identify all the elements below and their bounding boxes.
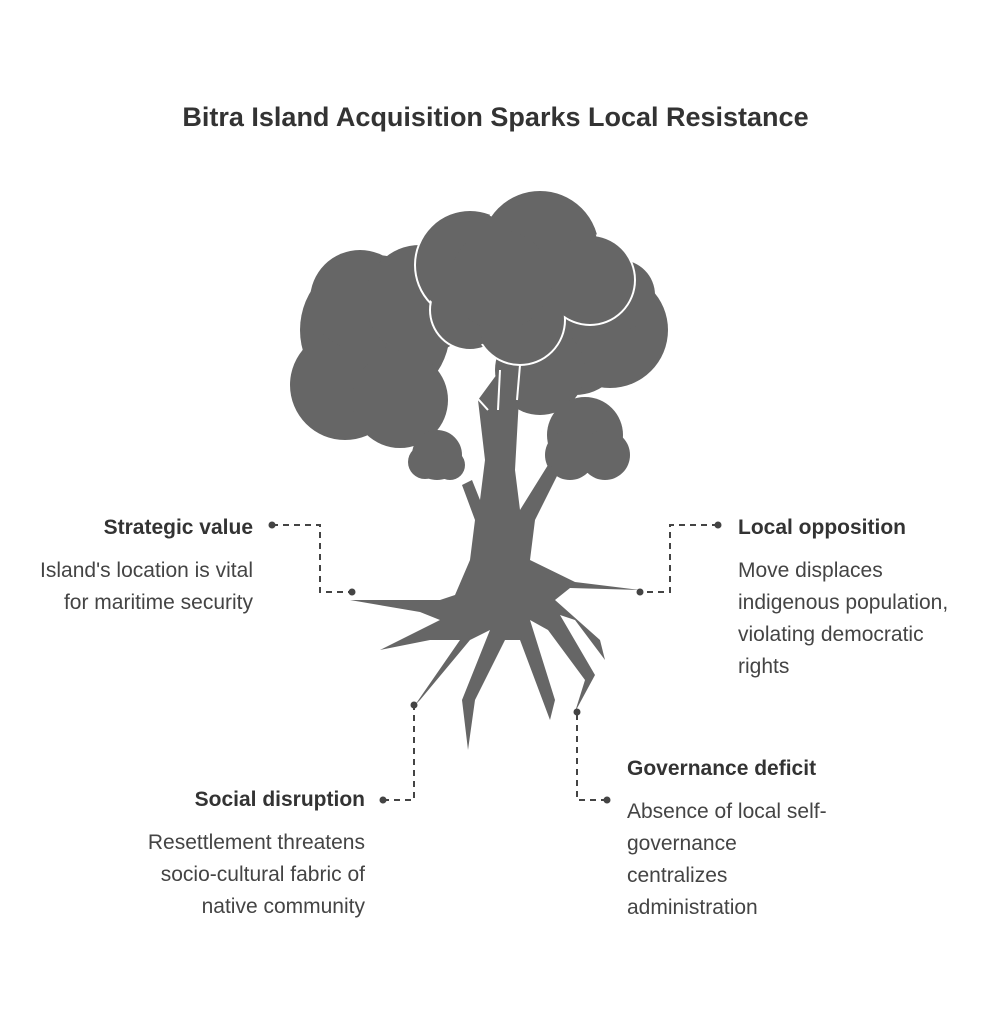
item-heading: Governance deficit — [627, 757, 817, 780]
item-body: Move displaces indigenous population, vi… — [738, 559, 949, 678]
item-heading: Social disruption — [194, 788, 365, 811]
connector-strategic-value — [272, 524, 352, 593]
item-body: Island's location is vital for maritime … — [40, 559, 253, 614]
item-governance-deficit: Governance deficit Absence of local self… — [627, 753, 827, 924]
branch-lines — [468, 364, 521, 411]
item-local-opposition: Local opposition Move displaces indigeno… — [738, 512, 968, 683]
item-body: Absence of local self-governance central… — [627, 800, 827, 919]
page-title: Bitra Island Acquisition Sparks Local Re… — [182, 102, 809, 132]
connector-governance-deficit — [576, 712, 607, 801]
item-heading: Local opposition — [738, 516, 906, 539]
connector-local-opposition — [640, 524, 718, 593]
item-strategic-value: Strategic value Island's location is vit… — [20, 512, 253, 619]
canopy-left — [290, 245, 475, 448]
connectors — [272, 524, 718, 801]
canopy-top-fill — [417, 192, 631, 361]
small-canopy-right — [545, 397, 630, 480]
item-heading: Strategic value — [103, 516, 253, 539]
item-body: Resettlement threatens socio-cultural fa… — [147, 831, 365, 918]
small-canopy-left — [408, 430, 465, 480]
connector-dots — [268, 521, 722, 804]
tree-icon — [290, 189, 668, 750]
item-social-disruption: Social disruption Resettlement threatens… — [140, 784, 365, 923]
connector-social-disruption — [383, 705, 415, 801]
